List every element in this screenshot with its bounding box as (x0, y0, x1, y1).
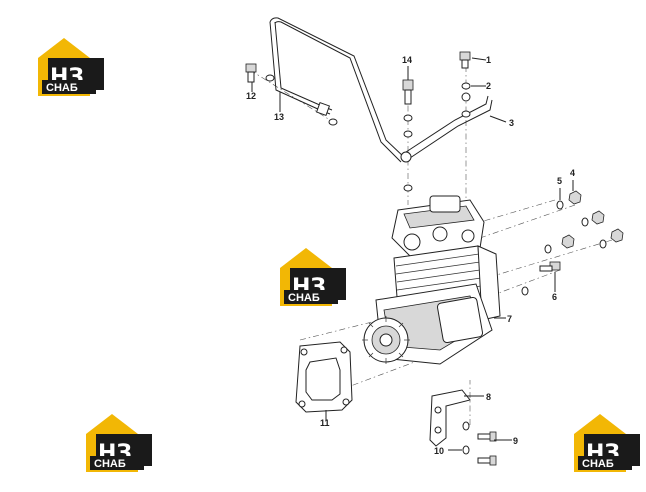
callout-14: 14 (402, 55, 412, 65)
callout-1: 1 (486, 55, 491, 65)
bracket-8 (429, 389, 471, 447)
gasket-11 (295, 341, 353, 413)
bolt-14 (402, 79, 414, 192)
compressor (362, 195, 501, 365)
callout-11: 11 (320, 418, 330, 428)
logo-center: НЗ СНАБ (280, 248, 346, 306)
callout-5: 5 (557, 176, 562, 186)
leader-lines (251, 57, 574, 451)
washer-2 (461, 82, 471, 118)
assembly-lines (249, 66, 613, 425)
logo-top-left: НЗ СНАБ (38, 38, 104, 96)
callout-6: 6 (552, 292, 557, 302)
callout-12: 12 (246, 91, 256, 101)
logo-small-text: СНАБ (288, 292, 320, 304)
bolts-9-10 (462, 421, 497, 466)
fitting-12 (245, 63, 275, 83)
callout-9: 9 (513, 436, 518, 446)
logo-small-text: СНАБ (46, 82, 78, 94)
callout-13: 13 (274, 112, 284, 122)
callout-7: 7 (507, 314, 512, 324)
callout-8: 8 (486, 392, 491, 402)
callout-numbers: 1 2 3 4 5 6 7 8 9 10 11 12 13 14 (246, 55, 575, 456)
logo-bottom-left: НЗ СНАБ (86, 414, 152, 472)
washer-13 (328, 118, 338, 126)
logo-bottom-right: НЗ СНАБ (574, 414, 640, 472)
callout-4: 4 (570, 168, 575, 178)
logo-small-text: СНАБ (94, 458, 126, 470)
callout-10: 10 (434, 446, 444, 456)
bolt-1 (459, 51, 471, 69)
nuts-right (521, 190, 624, 296)
callout-3: 3 (509, 118, 514, 128)
callout-2: 2 (486, 81, 491, 91)
pipe-assembly (269, 17, 493, 163)
logo-small-text: СНАБ (582, 458, 614, 470)
